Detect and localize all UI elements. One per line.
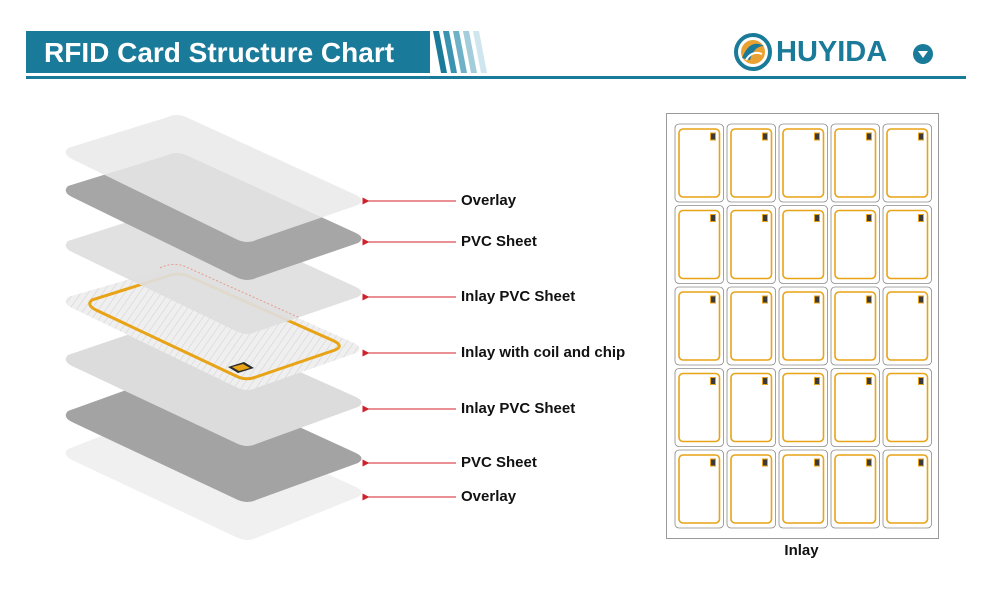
inlay-coil (834, 454, 877, 524)
header-rule (26, 76, 966, 79)
inlay-coil (730, 372, 773, 443)
inlay-chip (866, 214, 872, 222)
inlay-chip (710, 377, 716, 385)
inlay-coil (886, 209, 929, 280)
layer-label-overlay-top: Overlay (461, 192, 517, 209)
inlay-coil (678, 128, 721, 198)
inlay-chip (710, 295, 716, 304)
inlay-chip (762, 458, 768, 467)
chip-icon (228, 362, 254, 373)
inlay-card (778, 449, 828, 529)
inlay-card (830, 123, 880, 203)
inlay-coil (834, 372, 877, 443)
brand-name: HUYIDA (776, 36, 888, 68)
inlay-sheet-grid (674, 123, 932, 529)
inlay-coil (886, 454, 929, 524)
inlay-chip (762, 295, 768, 304)
inlay-card (674, 449, 724, 529)
inlay-card (830, 449, 880, 529)
inlay-chip (814, 214, 820, 222)
inlay-card (726, 205, 776, 284)
inlay-card (674, 286, 724, 366)
inlay-chip (918, 214, 924, 222)
inlay-coil (678, 454, 721, 524)
inlay-card (882, 123, 932, 203)
inlay-coil (886, 372, 929, 443)
inlay-coil (834, 128, 877, 198)
inlay-chip (814, 295, 820, 304)
title-stripes-decoration (433, 31, 487, 73)
inlay-chip (866, 458, 872, 467)
inlay-chip (762, 132, 768, 141)
inlay-coil (782, 454, 825, 524)
inlay-coil (886, 128, 929, 198)
inlay-chip (710, 132, 716, 141)
layer-pvc-bottom (65, 373, 362, 502)
title-bar (26, 31, 430, 73)
inlay-coil (730, 128, 773, 198)
inlay-coil (782, 372, 825, 443)
inlay-coil (782, 209, 825, 280)
inlay-coil (678, 372, 721, 443)
inlay-coil (730, 291, 773, 361)
inlay-card (882, 449, 932, 529)
inlay-chip (918, 458, 924, 467)
inlay-coil (886, 291, 929, 361)
layer-label-inlay-coil: Inlay with coil and chip (461, 344, 626, 361)
inlay-chip (918, 377, 924, 385)
layer-label-overlay-bottom: Overlay (461, 488, 517, 505)
inlay-card (674, 123, 724, 203)
inlay-coil (678, 291, 721, 361)
inlay-chip (762, 377, 768, 385)
layer-label-inlay-pvc-top: Inlay PVC Sheet (461, 288, 576, 305)
inlay-card (674, 368, 724, 447)
inlay-card (726, 449, 776, 529)
inlay-chip (814, 132, 820, 141)
huyida-logo-icon (734, 33, 772, 71)
inlay-coil (834, 209, 877, 280)
inlay-card (830, 205, 880, 284)
inlay-card (778, 368, 828, 447)
inlay-sheet-panel (666, 113, 939, 539)
inlay-card (726, 368, 776, 447)
inlay-card (778, 123, 828, 203)
inlay-chip (814, 458, 820, 467)
layer-label-inlay-pvc-bottom: Inlay PVC Sheet (461, 400, 576, 417)
layer-label-pvc-top: PVC Sheet (461, 233, 537, 250)
layer-label-pvc-bottom: PVC Sheet (461, 454, 537, 471)
inlay-chip (918, 295, 924, 304)
inlay-coil (730, 454, 773, 524)
page-title: RFID Card Structure Chart (44, 37, 395, 68)
inlay-coil (678, 209, 721, 280)
inlay-card (726, 123, 776, 203)
chevron-down-circle-icon[interactable] (912, 43, 934, 65)
inlay-card (778, 205, 828, 284)
inlay-card (830, 368, 880, 447)
inlay-caption: Inlay (784, 542, 819, 559)
inlay-card (882, 368, 932, 447)
layer-inlay-pvc-top (65, 207, 362, 334)
inlay-chip (710, 458, 716, 467)
inlay-card (674, 205, 724, 284)
inlay-chip (710, 214, 716, 222)
inlay-chip (866, 132, 872, 141)
inlay-chip (866, 377, 872, 385)
inlay-card (882, 286, 932, 366)
inlay-chip (762, 214, 768, 222)
inlay-coil (782, 291, 825, 361)
inlay-chip (814, 377, 820, 385)
inlay-card (830, 286, 880, 366)
inlay-card (726, 286, 776, 366)
layer-inlay-pvc-bottom (65, 319, 362, 446)
inlay-coil (782, 128, 825, 198)
inlay-coil (730, 209, 773, 280)
inlay-card (882, 205, 932, 284)
inlay-coil (834, 291, 877, 361)
layer-overlay-top (65, 115, 362, 242)
inlay-chip (918, 132, 924, 141)
inlay-card (778, 286, 828, 366)
inlay-chip (866, 295, 872, 304)
